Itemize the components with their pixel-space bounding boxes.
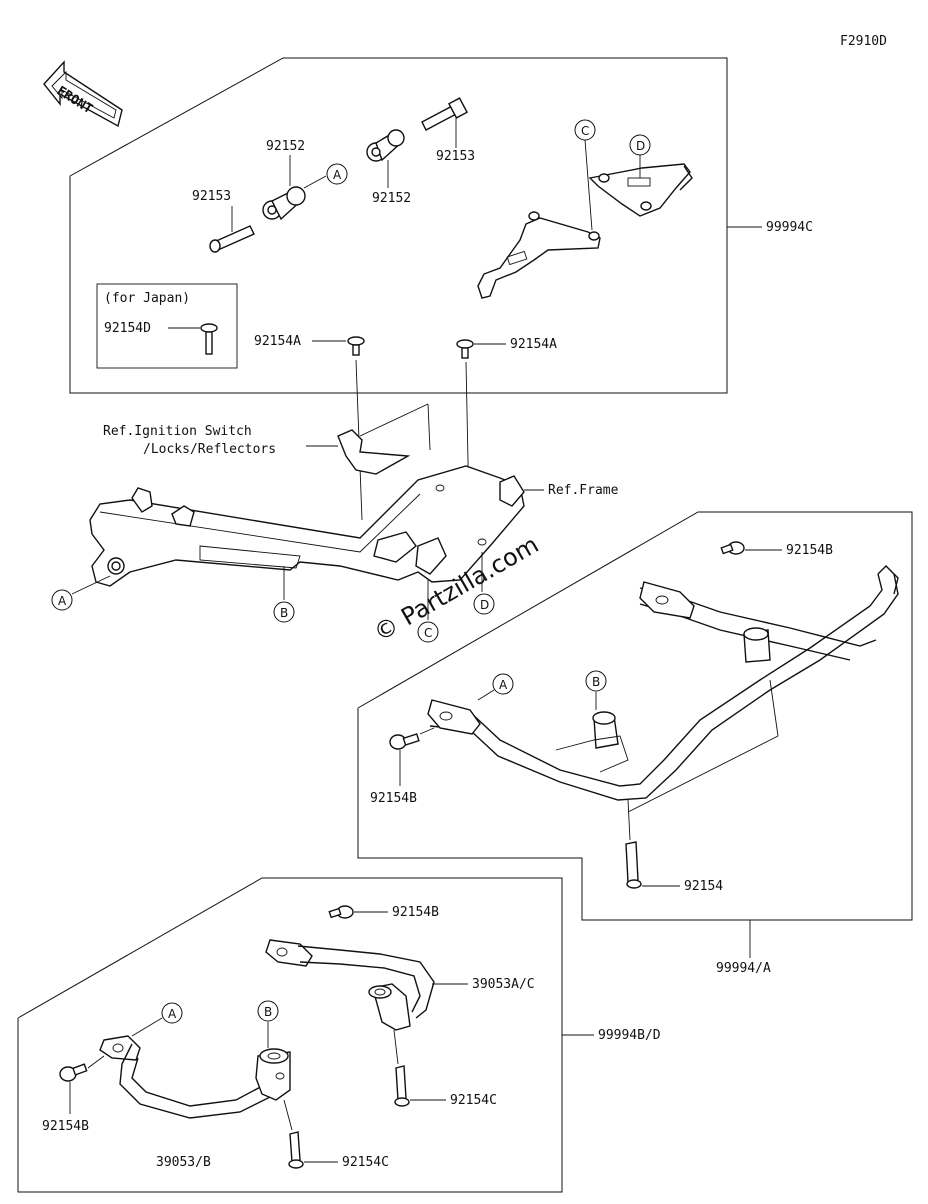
label-39053b: 39053/B [156,1155,211,1170]
callout-d-frame: D [480,598,489,612]
label-92153-left: 92153 [192,189,231,204]
callout-b-frame: B [280,606,288,620]
label-92153-right: 92153 [436,149,475,164]
kit-99994a-group: 99994/A 92154B A [357,511,913,976]
kit-99994bd-group: 99994B/D 92154B 39053A/C 92154C [17,877,661,1193]
callout-c-top: C [581,124,589,138]
grab-bar-99994a [427,565,899,801]
label-92154: 92154 [684,879,723,894]
label-99994bd: 99994B/D [598,1028,661,1043]
label-99994a: 99994/A [716,961,771,976]
japan-note: (for Japan) [104,291,190,306]
label-99994c: 99994C [766,220,813,235]
label-92154b-top: 92154B [786,543,833,558]
ref-frame: Ref.Frame [548,483,619,498]
label-39053ac: 39053A/C [472,977,535,992]
label-92154b-left: 92154B [370,791,417,806]
handle-39053b [99,1035,291,1119]
figure-code: F2910D [840,34,887,49]
callout-c-frame: C [424,626,432,640]
frame-assembly [89,465,525,587]
bolt-92153-right [421,97,469,131]
label-92154d: 92154D [104,321,151,336]
ref-ignition-line1: Ref.Ignition Switch [103,424,252,439]
screw-92154d [200,323,218,355]
front-arrow-icon: FRONT [43,60,123,128]
japan-note-box: (for Japan) 92154D [96,283,238,369]
ref-ignition-line2: /Locks/Reflectors [143,442,276,457]
callout-d-top: D [636,139,645,153]
screw-92154c-right [394,1065,410,1107]
spacer-92152-mid [366,129,405,162]
screw-92154a-right [456,339,474,359]
label-92154b-lower: 92154B [392,905,439,920]
handle-39053ac [265,939,435,1031]
label-92152-top: 92152 [266,139,305,154]
spacer-92152-a [262,186,306,221]
bolt-92154 [625,841,642,889]
callout-a-handle: A [168,1007,177,1021]
label-92154b-bottom: 92154B [42,1119,89,1134]
callout-a-frame: A [58,594,67,608]
label-92154c-right: 92154C [450,1093,497,1108]
kit-99994c-group: 99994C 92152 A 92153 92152 [69,57,813,394]
label-92154a-left: 92154A [254,334,301,349]
label-92152-mid: 92152 [372,191,411,206]
screw-92154b-bottom [59,1063,88,1082]
bolt-92153-left [209,225,255,253]
callout-b-handle: B [264,1005,272,1019]
callout-a-top: A [333,168,342,182]
label-92154c-bottom: 92154C [342,1155,389,1170]
screw-92154b-lower [328,905,354,919]
screw-92154b-left [389,733,420,750]
label-92154a-right: 92154A [510,337,557,352]
callout-a-bar: A [499,678,508,692]
callout-b-bar: B [592,675,600,689]
screw-92154c-bottom [288,1131,304,1169]
screw-92154b-top [720,541,745,555]
ignition-plate [337,403,431,475]
bracket-assembly-c-d [477,163,693,299]
screw-92154a-left [347,336,365,356]
